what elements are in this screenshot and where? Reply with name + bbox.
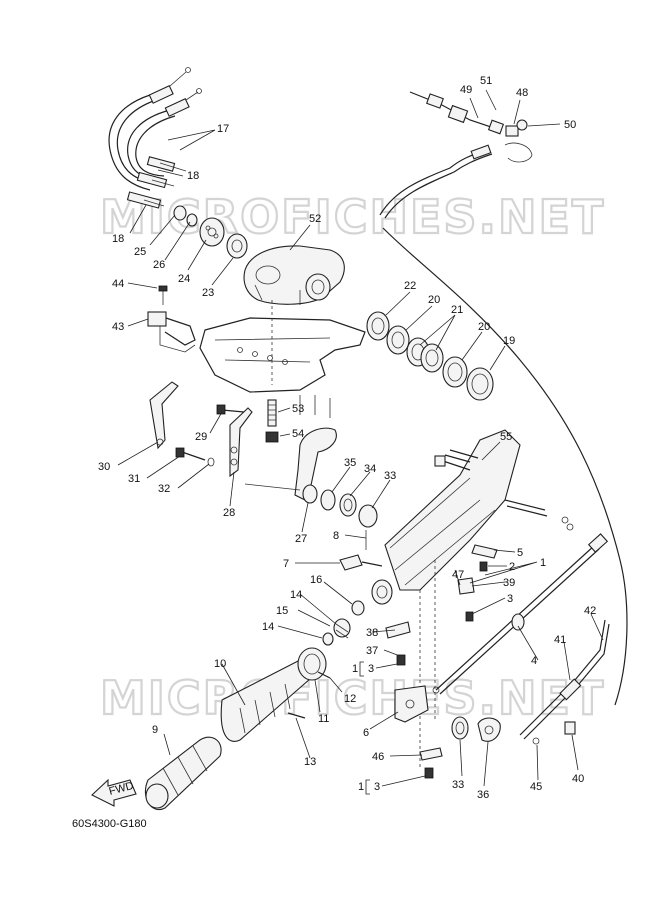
watermark-top: MICROFICHES.NET xyxy=(100,190,605,244)
callout-label: 20 xyxy=(478,321,490,333)
callout-label: 30 xyxy=(98,461,110,473)
callout-label: 39 xyxy=(503,577,515,589)
throttle-link-27 xyxy=(244,427,337,504)
watermark-bottom: MICROFICHES.NET xyxy=(100,671,605,725)
diagram-code: 60S4300-G180 xyxy=(72,818,147,830)
callout-label: 12 xyxy=(344,693,356,705)
callout-label: 38 xyxy=(366,627,378,639)
callout-label: 49 xyxy=(460,84,472,96)
callout-label: 31 xyxy=(128,473,140,485)
callout-label: 36 xyxy=(477,789,489,801)
callout-label: 1 xyxy=(540,557,546,569)
control-box-43 xyxy=(147,285,196,353)
callout-label: 10 xyxy=(214,658,226,670)
callout-label: 51 xyxy=(480,75,492,87)
lower-washer-33-36 xyxy=(451,716,501,742)
callout-label: 24 xyxy=(178,273,190,285)
leader-lines xyxy=(117,89,604,787)
callout-label: 45 xyxy=(530,781,542,793)
callout-label: 53 xyxy=(292,403,304,415)
callout-labels: 51 49 48 50 17 18 18 52 25 26 24 23 22 2… xyxy=(98,75,596,801)
callout-label: 26 xyxy=(153,259,165,271)
bracket-number: 3 xyxy=(374,781,380,793)
callout-label: 48 xyxy=(516,87,528,99)
callout-label: 14 xyxy=(262,621,274,633)
washers-33-35 xyxy=(320,489,378,528)
callout-label: 18 xyxy=(112,233,124,245)
callout-label: 34 xyxy=(364,463,376,475)
callout-label: 44 xyxy=(112,278,124,290)
callout-label: 37 xyxy=(366,645,378,657)
callout-label: 35 xyxy=(344,457,356,469)
callout-label: 23 xyxy=(202,287,214,299)
cable-holder-parts xyxy=(173,205,248,259)
callout-label: 17 xyxy=(217,123,229,135)
bracket-number: 1 xyxy=(358,781,364,793)
friction-parts xyxy=(322,600,365,646)
bracket-number: 1 xyxy=(352,663,358,675)
bracket-callouts: 1 3 1 3 xyxy=(352,661,426,795)
callout-label: 46 xyxy=(372,751,384,763)
callout-label: 32 xyxy=(158,483,170,495)
callout-label: 16 xyxy=(310,574,322,586)
tiller-housing-55 xyxy=(371,429,574,770)
callout-label: 7 xyxy=(283,558,289,570)
callout-label: 11 xyxy=(318,713,329,725)
callout-label: 20 xyxy=(428,294,440,306)
lower-brackets xyxy=(385,621,443,779)
callout-label: 33 xyxy=(452,779,464,791)
callout-label: 29 xyxy=(195,431,207,443)
callout-label: 15 xyxy=(276,605,288,617)
bracket-28 xyxy=(229,407,253,478)
callout-label: 19 xyxy=(503,335,515,347)
fwd-arrow-icon: FWD xyxy=(91,778,137,807)
callout-label: 5 xyxy=(517,547,523,559)
callout-label: 33 xyxy=(384,470,396,482)
callout-label: 3 xyxy=(507,593,513,605)
callout-label: 22 xyxy=(404,280,416,292)
callout-label: 54 xyxy=(292,428,304,440)
cable-41-42 xyxy=(519,619,610,745)
callout-label: 9 xyxy=(152,724,158,736)
callout-label: 14 xyxy=(290,589,302,601)
callout-label: 27 xyxy=(295,533,307,545)
grip-9 xyxy=(144,736,222,811)
washer-stack xyxy=(366,311,494,401)
callout-label: 28 xyxy=(223,507,235,519)
callout-label: 18 xyxy=(187,170,199,182)
callout-label: 40 xyxy=(572,773,584,785)
callout-label: 13 xyxy=(304,756,316,768)
callout-label: 47 xyxy=(452,569,464,581)
callout-label: 25 xyxy=(134,246,146,258)
bracket-30 xyxy=(149,381,179,450)
callout-label: 41 xyxy=(554,634,566,646)
bracket-number: 3 xyxy=(368,663,374,675)
shift-rod-4 xyxy=(432,533,609,695)
callout-label: 43 xyxy=(112,321,124,333)
callout-label: 50 xyxy=(564,119,576,131)
callout-label: 55 xyxy=(500,431,512,443)
callout-label: 52 xyxy=(309,213,321,225)
callout-label: 4 xyxy=(531,655,537,667)
small-fasteners xyxy=(339,530,498,622)
callout-label: 2 xyxy=(509,561,515,573)
callout-label: 21 xyxy=(451,304,463,316)
callout-label: 8 xyxy=(333,530,339,542)
shift-cable-top xyxy=(379,91,628,706)
bolts-29-31-32 xyxy=(175,404,245,467)
callout-label: 42 xyxy=(584,605,596,617)
base-plate xyxy=(199,300,366,418)
steering-bracket-52 xyxy=(243,245,345,305)
throttle-cables xyxy=(108,67,202,209)
tiller-handle-10 xyxy=(220,647,331,742)
callout-label: 6 xyxy=(363,727,369,739)
stud-nut xyxy=(265,399,279,443)
